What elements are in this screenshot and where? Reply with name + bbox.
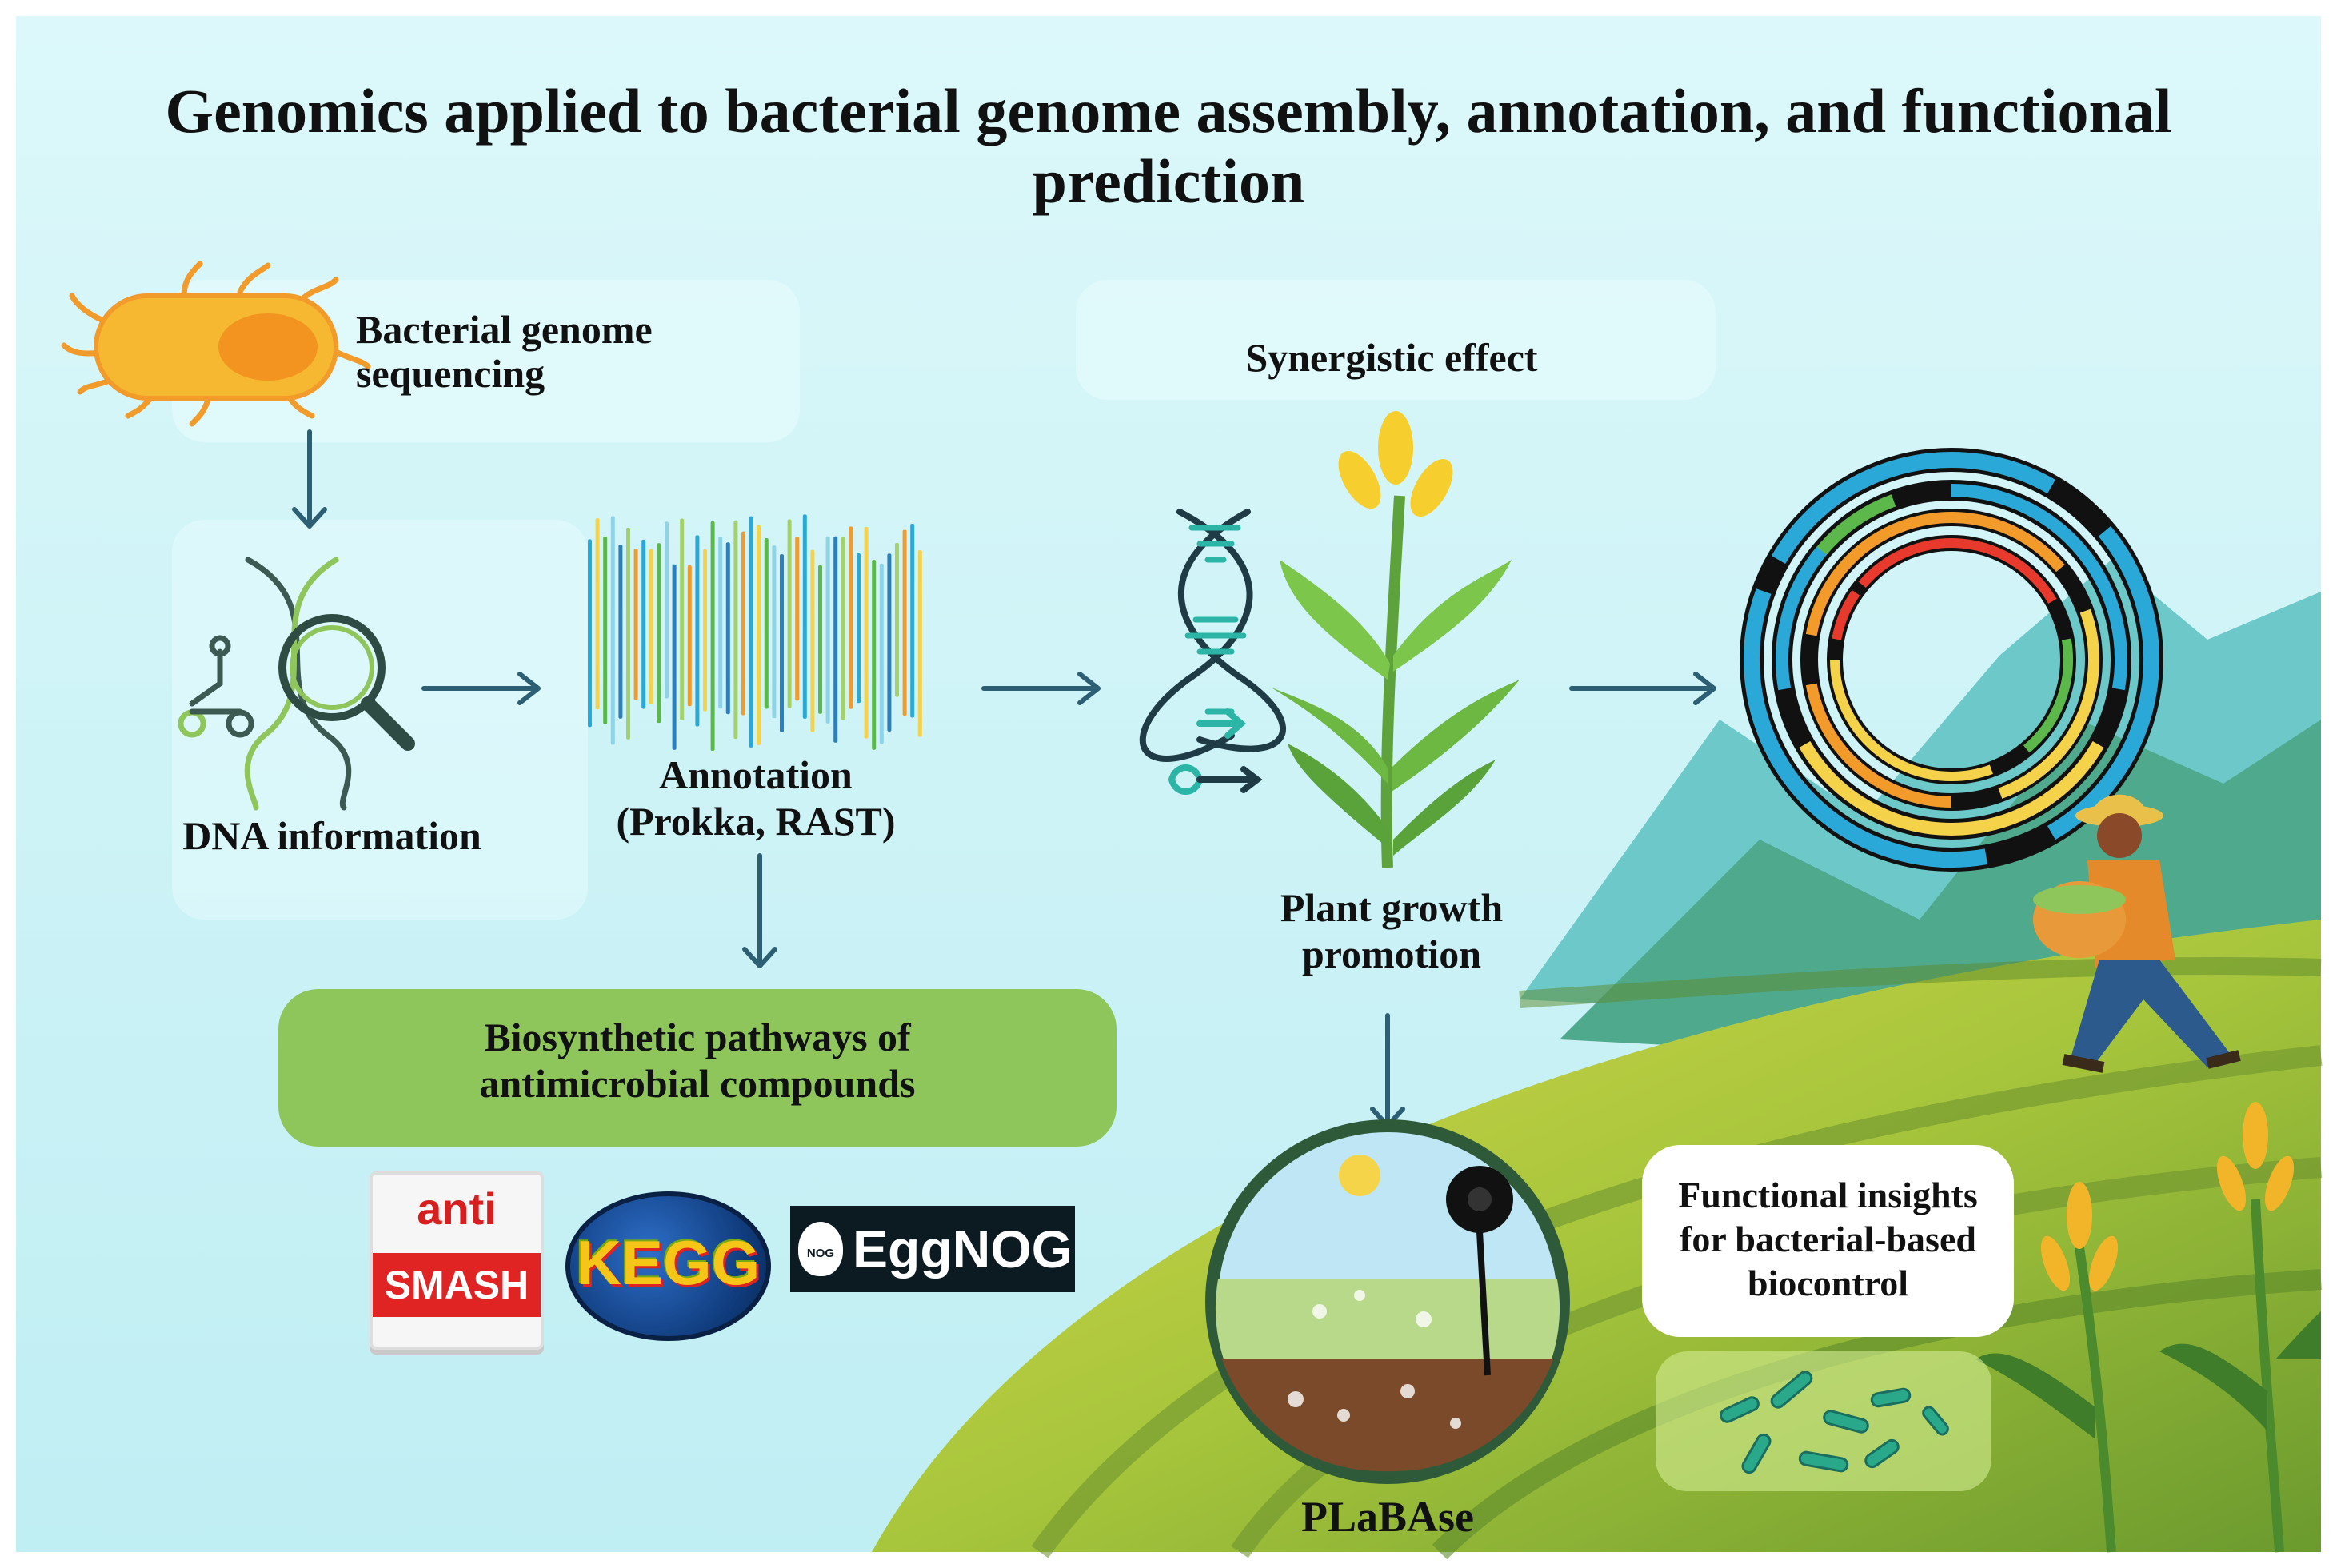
sequence-bar xyxy=(725,542,730,715)
sequence-bar xyxy=(749,516,753,748)
plant-growth-label-line2: promotion xyxy=(1301,932,1482,976)
sequence-bar xyxy=(626,527,630,740)
eggnog-logo: NOG EggNOG xyxy=(790,1206,1075,1292)
genome-ring-arc xyxy=(1805,511,2065,636)
sequence-bar xyxy=(588,539,592,728)
sequence-bar xyxy=(917,550,922,737)
bacterium-icon xyxy=(61,261,371,427)
biosynthetic-label-line1: Biosynthetic pathways of xyxy=(484,1015,911,1059)
sequence-bar xyxy=(841,537,845,720)
flow-arrows xyxy=(292,429,1716,1128)
sequence-bar xyxy=(610,516,615,745)
sequence-bar xyxy=(802,514,807,719)
antismash-logo-top: anti xyxy=(417,1183,497,1234)
sequence-bar xyxy=(887,553,892,732)
sequence-bar xyxy=(672,564,677,750)
dna-magnifier-icon xyxy=(178,557,415,811)
sequence-bar xyxy=(757,525,761,745)
biosynthetic-pathways-box xyxy=(278,989,1117,1147)
sequence-bar xyxy=(780,554,784,732)
sequence-bar xyxy=(733,520,738,740)
sequence-bar xyxy=(910,524,915,718)
antismash-logo: anti SMASH xyxy=(370,1171,544,1350)
biosynthetic-label-line2: antimicrobial compounds xyxy=(479,1061,916,1106)
sequence-bar xyxy=(772,545,777,719)
circular-genome-map xyxy=(1740,448,2163,872)
genome-ring-arc xyxy=(1951,484,2128,691)
sequence-bar xyxy=(787,519,792,708)
genome-ring-arc xyxy=(1998,608,2100,799)
plant-growth-label-line1: Plant growth xyxy=(1280,885,1504,930)
synergistic-effect-label: Synergistic effect xyxy=(1245,335,1538,380)
plabase-label: PLaBAse xyxy=(1301,1493,1474,1541)
sequence-bar xyxy=(680,518,685,721)
genome-ring-arc xyxy=(1858,538,2057,604)
diagram-title: Genomics applied to bacterial genome ass… xyxy=(165,76,2172,216)
sequence-bar xyxy=(849,526,853,709)
sequencing-label: Bacterial genome sequencing xyxy=(356,307,653,396)
sequence-bar xyxy=(695,535,700,727)
genome-ring-arc xyxy=(1832,589,1860,640)
genome-ring-arc xyxy=(1775,546,1827,691)
sequence-bar xyxy=(879,563,884,744)
bacteria-cluster-icon xyxy=(1720,1371,1949,1474)
sequence-bar xyxy=(633,549,638,700)
sequence-bar xyxy=(810,549,815,732)
sequence-bar xyxy=(649,549,653,705)
sequence-bar xyxy=(687,565,692,707)
functional-label-line1: Functional insights xyxy=(1678,1175,1978,1215)
genome-ring-arc xyxy=(2023,638,2073,753)
sequence-bar xyxy=(857,553,861,704)
annotation-label-line2: (Prokka, RAST) xyxy=(616,799,896,844)
sequence-bar xyxy=(657,543,661,724)
sequence-bar xyxy=(741,531,745,716)
sequence-bar xyxy=(710,521,715,751)
genome-ring-arc xyxy=(1771,452,2055,565)
genome-ring-arc xyxy=(1805,683,1952,808)
eggnog-logo-text: EggNOG xyxy=(853,1219,1073,1279)
antismash-logo-bottom: SMASH xyxy=(373,1253,541,1317)
genome-ring-arc xyxy=(2047,525,2159,840)
functional-label-line3: biocontrol xyxy=(1747,1263,1909,1303)
kegg-logo: KEGG xyxy=(565,1191,771,1341)
dna-information-label: DNA information xyxy=(182,813,481,858)
sequence-bar xyxy=(764,537,769,709)
plabase-soil-circle xyxy=(1205,1119,1570,1484)
genome-ring-arc xyxy=(1744,588,1988,868)
kegg-logo-text: KEGG xyxy=(576,1227,761,1298)
functional-label-line2: for bacterial-based xyxy=(1680,1219,1976,1259)
plant-icon xyxy=(1272,411,1520,868)
functional-insights-box xyxy=(1642,1145,2014,1337)
panel-synergy xyxy=(1076,280,1716,400)
sequence-bar xyxy=(833,536,838,743)
sequence-bar xyxy=(641,539,646,709)
sequence-bar xyxy=(818,565,822,714)
sequence-bar xyxy=(895,542,899,697)
sequence-bar xyxy=(718,537,723,709)
sequence-bar xyxy=(872,560,877,750)
sequence-bar xyxy=(825,536,830,724)
genome-ring-arc xyxy=(1830,659,1993,781)
dna-helix-icon xyxy=(1139,509,1286,795)
annotation-label-line1: Annotation xyxy=(659,752,853,797)
sequence-bar xyxy=(795,537,800,701)
genome-ring-arc xyxy=(1799,740,2104,836)
crop-plants xyxy=(1975,1102,2321,1553)
sequence-bar xyxy=(665,521,669,699)
sequence-bar xyxy=(603,537,608,724)
farmer-figure xyxy=(2033,794,2241,1073)
eggnog-egg-icon: NOG xyxy=(798,1222,843,1276)
sequence-bar xyxy=(595,518,600,710)
sequence-bar xyxy=(618,545,623,719)
bacteria-cluster-panel xyxy=(1656,1351,1991,1491)
sequence-bar xyxy=(864,526,869,739)
sequence-bar xyxy=(902,529,907,716)
annotation-sequence-bars xyxy=(588,514,922,751)
sequence-bar xyxy=(703,549,707,712)
